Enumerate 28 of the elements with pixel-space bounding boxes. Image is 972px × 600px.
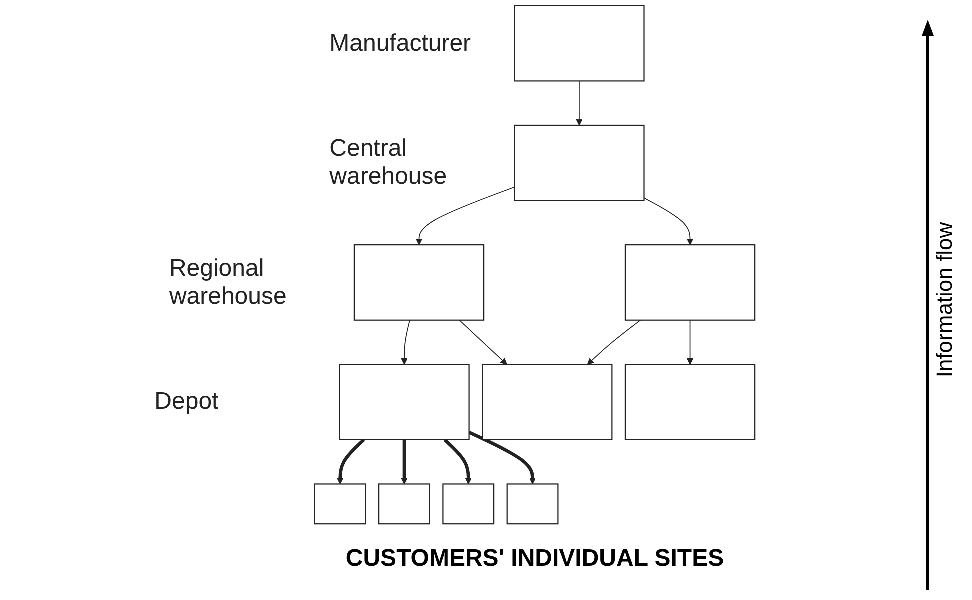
arrow xyxy=(459,320,508,365)
arrow xyxy=(416,186,516,246)
empty-box xyxy=(482,364,613,440)
empty-box xyxy=(506,484,559,525)
empty-box xyxy=(442,484,495,525)
empty-box xyxy=(314,484,366,525)
arrow xyxy=(587,320,642,365)
empty-box xyxy=(514,5,645,82)
arrow xyxy=(468,431,536,485)
tier-label: Depot xyxy=(154,388,220,416)
arrow xyxy=(687,320,694,365)
arrow xyxy=(444,438,472,485)
tier-label: Central warehouse xyxy=(330,135,448,192)
empty-box xyxy=(624,244,756,321)
empty-box xyxy=(339,364,470,440)
arrow xyxy=(576,80,583,126)
axis-label: Information flow xyxy=(932,222,958,378)
arrow xyxy=(401,320,410,365)
tier-label: Regional warehouse xyxy=(169,254,288,311)
empty-box xyxy=(514,124,645,202)
arrow xyxy=(401,440,408,485)
empty-box xyxy=(624,364,756,440)
empty-box xyxy=(378,484,430,525)
customers-label: CUSTOMERS' INDIVIDUAL SITES xyxy=(344,545,726,573)
arrow xyxy=(337,438,366,485)
arrow xyxy=(644,198,694,246)
tier-label: Manufacturer xyxy=(330,30,472,58)
empty-box xyxy=(354,244,485,321)
